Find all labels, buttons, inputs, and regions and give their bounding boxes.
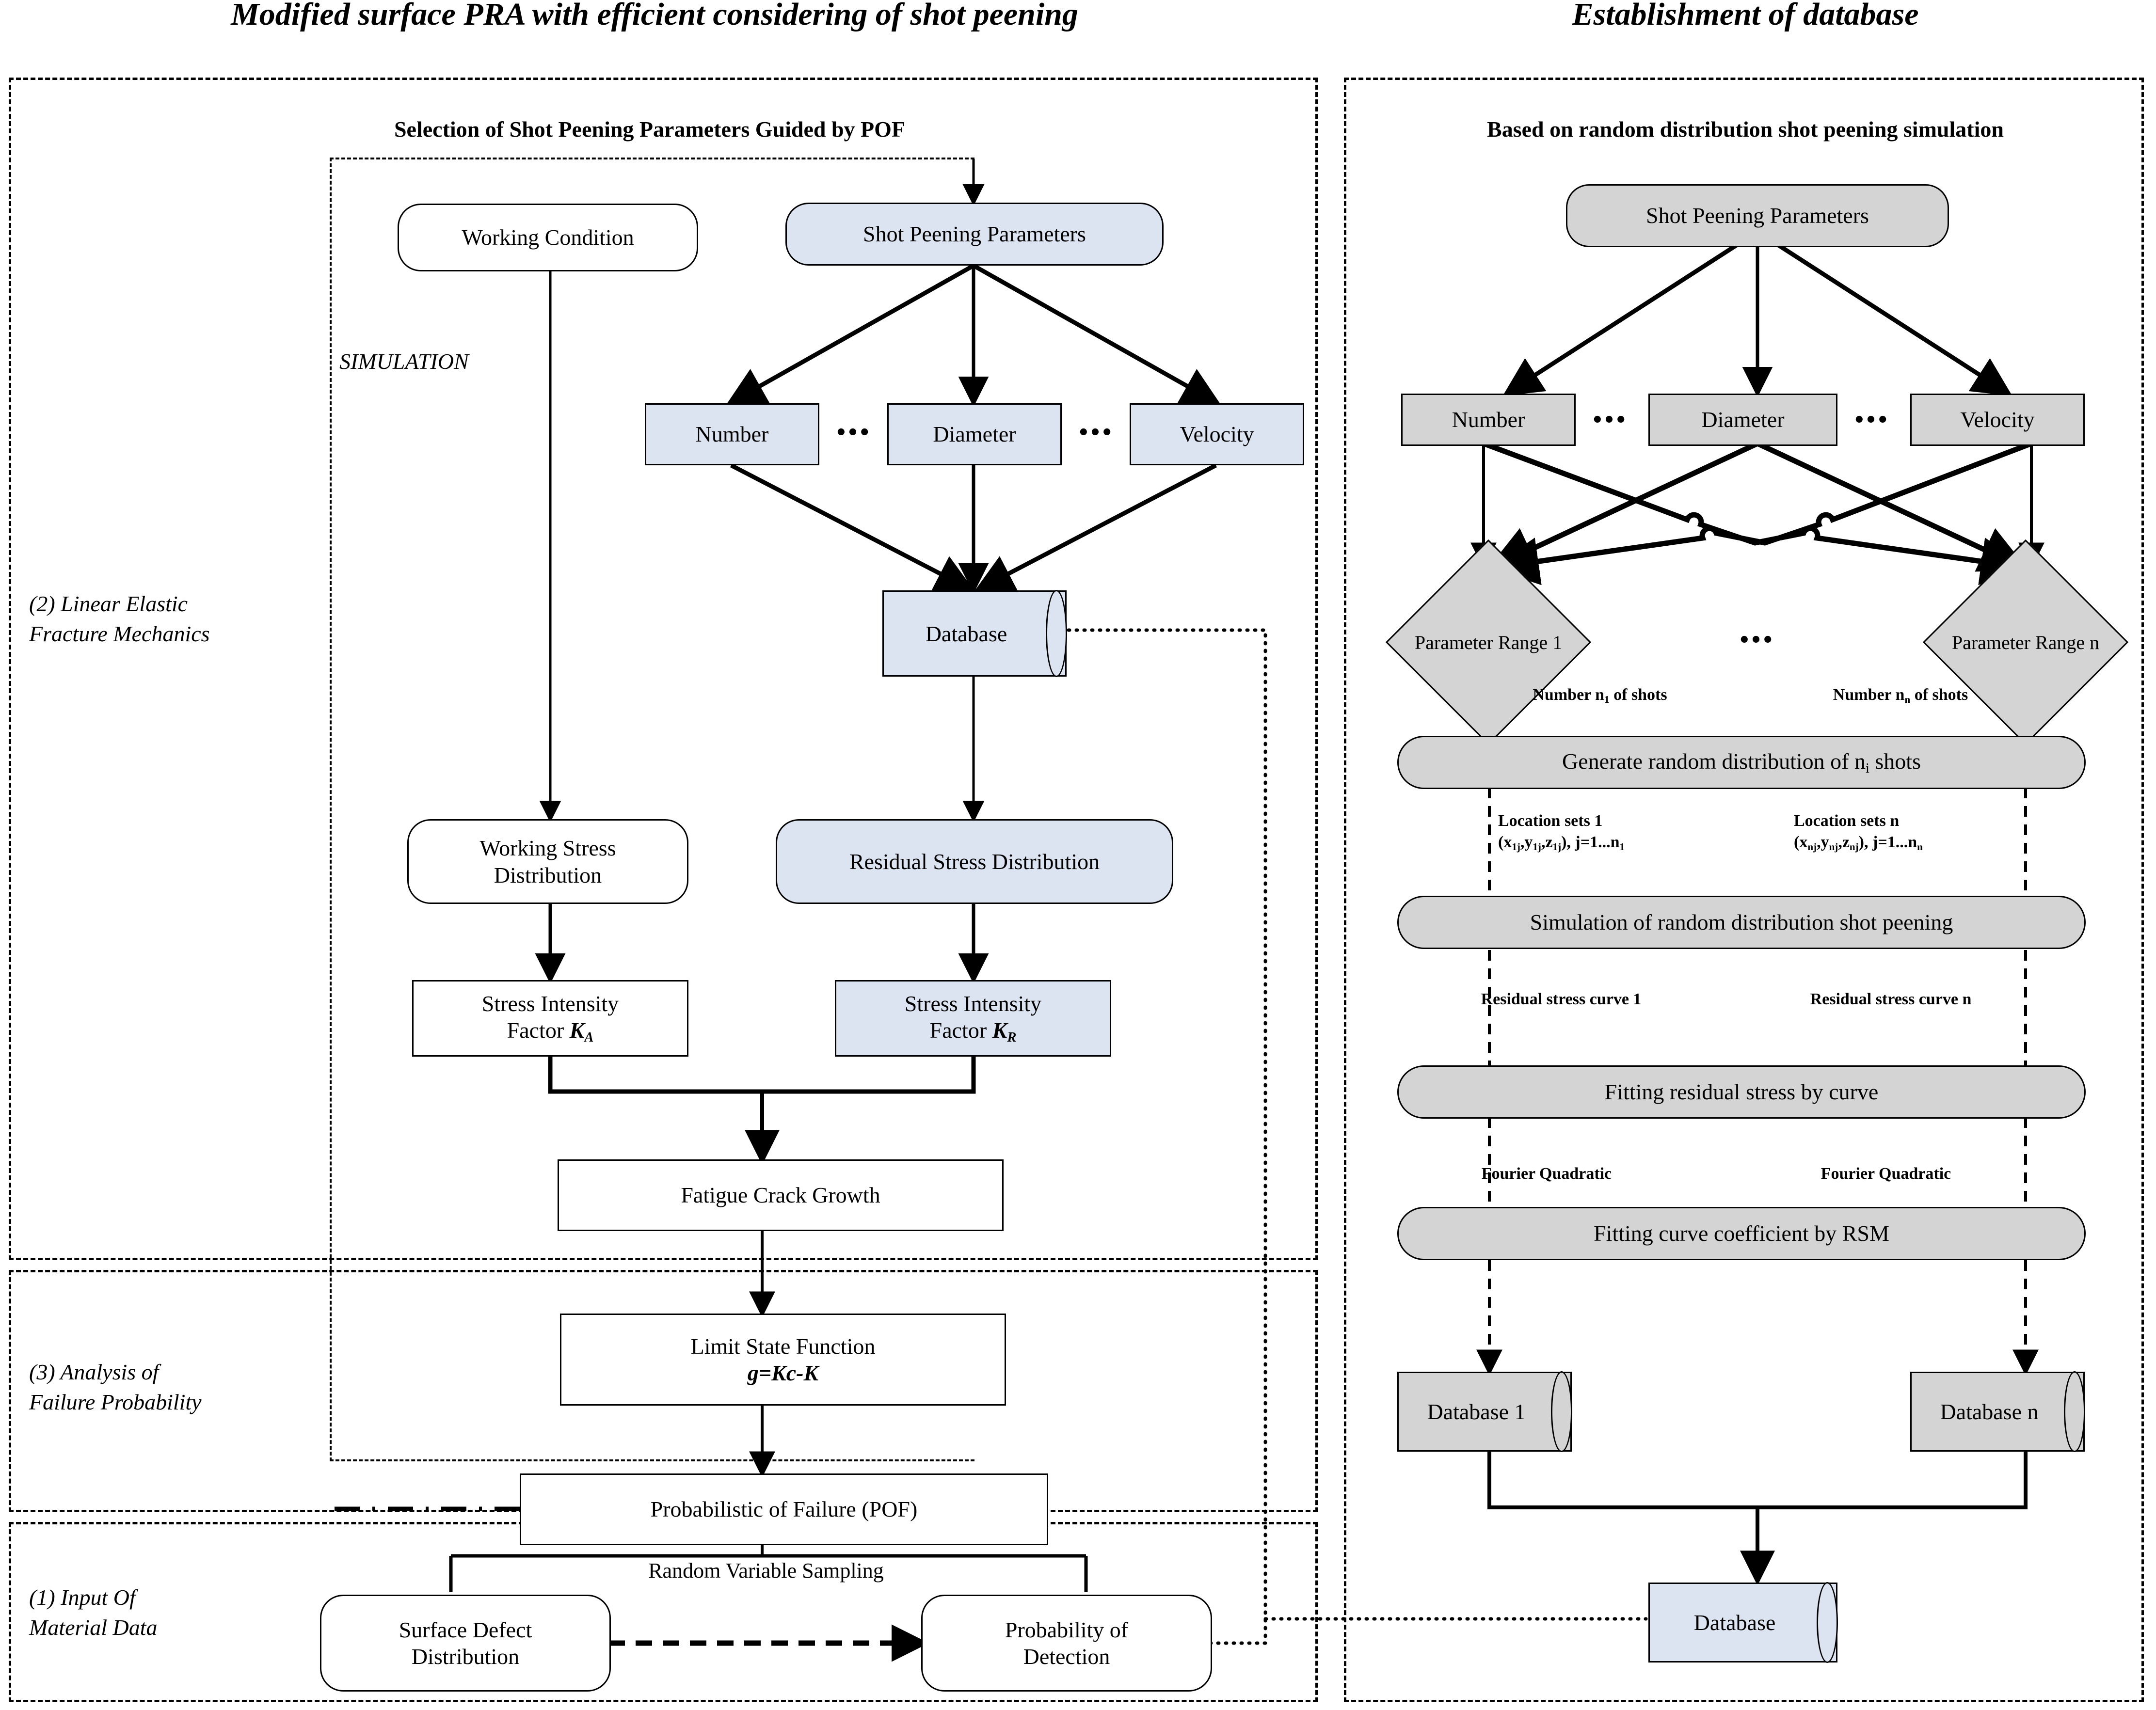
left-panel-lef-container (9, 78, 1318, 1260)
node-generate-random-distribution[interactable]: Generate random distribution of ni shots (1397, 736, 2086, 789)
database-cylinder-cap (1046, 590, 1067, 677)
working-stress-line1: Working Stress (479, 836, 616, 861)
database-cylinder-body (882, 590, 1067, 677)
node-working-condition[interactable]: Working Condition (398, 204, 698, 271)
edge-label-residual-curve-n: Residual stress curve n (1810, 990, 1972, 1008)
sif-ka-line1: Stress Intensity (481, 991, 619, 1016)
edge-label-fourier-quadratic-2: Fourier Quadratic (1821, 1165, 1951, 1183)
label-random-variable-sampling: Random Variable Sampling (648, 1559, 884, 1583)
stage-label-input-line1: (1) Input Of (29, 1585, 136, 1610)
ellipsis-left-1: ••• (836, 418, 872, 446)
node-limit-state-function[interactable]: Limit State Function g=Kc-K (560, 1314, 1006, 1406)
database-right-label: Database (1693, 1610, 1776, 1635)
node-database-n[interactable]: Database n (1910, 1371, 2085, 1452)
database-1-label: Database 1 (1427, 1399, 1526, 1424)
edge-label-location-sets-n: Location sets n (xnj,ynj,znj), j=1...nn (1794, 812, 1923, 853)
database-n-cap (2064, 1371, 2085, 1452)
edge-label-location-sets-1: Location sets 1 (x1j,y1j,z1j), j=1...n1 (1498, 812, 1625, 853)
ellipsis-right-1: ••• (1593, 406, 1629, 433)
node-surface-defect-distribution[interactable]: Surface Defect Distribution (320, 1595, 611, 1692)
ellipsis-right-2: ••• (1854, 406, 1890, 433)
database-label: Database (925, 621, 1007, 646)
node-velocity-right[interactable]: Velocity (1910, 394, 2085, 446)
pod-line2: Detection (1023, 1644, 1110, 1669)
left-panel-title: Modified surface PRA with efficient cons… (231, 0, 1078, 32)
edge-label-fourier-quadratic-1: Fourier Quadratic (1481, 1165, 1612, 1183)
edge-label-number-shots-1: Number n1 of shots (1533, 686, 1667, 705)
node-parameter-range-n[interactable]: Parameter Range n (1922, 539, 2129, 745)
database-right-body (1648, 1583, 1837, 1662)
node-simulation-shot-peening[interactable]: Simulation of random distribution shot p… (1397, 896, 2086, 949)
node-diameter-right[interactable]: Diameter (1648, 394, 1837, 446)
edge-label-number-shots-n: Number nn of shots (1833, 686, 1968, 705)
node-residual-stress-distribution[interactable]: Residual Stress Distribution (776, 819, 1173, 904)
node-fatigue-crack-growth[interactable]: Fatigue Crack Growth (558, 1159, 1004, 1231)
node-working-stress-distribution[interactable]: Working Stress Distribution (407, 819, 688, 904)
coords-n: (xnj,ynj,znj), j=1...nn (1794, 833, 1923, 853)
node-number-right[interactable]: Number (1401, 394, 1576, 446)
right-panel-title: Establishment of database (1572, 0, 1919, 32)
stage-label-input: (1) Input Of Material Data (29, 1583, 320, 1643)
database-1-body (1397, 1372, 1572, 1452)
stage-label-simulation: SIMULATION (339, 349, 469, 374)
stage-label-lef-line2: Fracture Mechanics (29, 621, 210, 647)
ellipsis-right-diamonds: ••• (1740, 626, 1775, 653)
node-shot-peening-parameters-right[interactable]: Shot Peening Parameters (1566, 184, 1949, 247)
right-panel-subtitle: Based on random distribution shot peenin… (1487, 117, 2004, 142)
node-fitting-residual-stress[interactable]: Fitting residual stress by curve (1397, 1065, 2086, 1119)
node-database-1[interactable]: Database 1 (1397, 1371, 1572, 1452)
right-panel-container (1344, 78, 2144, 1702)
node-parameter-range-1[interactable]: Parameter Range 1 (1385, 539, 1592, 745)
stage-label-pof-line2: Failure Probability (29, 1390, 202, 1415)
parameter-range-n-label: Parameter Range n (1951, 631, 2100, 653)
pod-line1: Probability of (1005, 1617, 1129, 1642)
database-1-cap (1551, 1371, 1572, 1452)
sif-ka-line2: Factor KA (507, 1018, 594, 1045)
node-database-left[interactable]: Database (882, 590, 1067, 677)
working-stress-line2: Distribution (494, 862, 602, 887)
ellipsis-left-2: ••• (1079, 418, 1115, 446)
sif-kr-line1: Stress Intensity (904, 991, 1042, 1016)
stage-label-pof: (3) Analysis of Failure Probability (29, 1357, 320, 1417)
edge-label-residual-curve-1: Residual stress curve 1 (1481, 990, 1642, 1008)
stage-label-lef-line1: (2) Linear Elastic (29, 591, 188, 616)
database-n-body (1910, 1372, 2085, 1452)
parameter-range-1-label: Parameter Range 1 (1414, 631, 1563, 653)
generate-random-label: Generate random distribution of ni shots (1562, 748, 1921, 776)
limit-state-line1: Limit State Function (690, 1333, 876, 1359)
coords-1: (x1j,y1j,z1j), j=1...n1 (1498, 833, 1625, 853)
node-fitting-curve-coefficient[interactable]: Fitting curve coefficient by RSM (1397, 1207, 2086, 1260)
stage-label-pof-line1: (3) Analysis of (29, 1360, 159, 1384)
sif-kr-line2: Factor KR (929, 1018, 1017, 1045)
stage-label-lef: (2) Linear Elastic Fracture Mechanics (29, 589, 320, 649)
node-probability-of-detection[interactable]: Probability of Detection (921, 1595, 1212, 1692)
node-sif-kr[interactable]: Stress Intensity Factor KR (835, 980, 1111, 1057)
node-velocity-left[interactable]: Velocity (1130, 403, 1304, 465)
node-database-right[interactable]: Database (1648, 1582, 1838, 1663)
surface-defect-line1: Surface Defect (399, 1617, 532, 1642)
node-shot-peening-parameters-left[interactable]: Shot Peening Parameters (785, 203, 1164, 266)
node-probabilistic-of-failure[interactable]: Probabilistic of Failure (POF) (520, 1473, 1048, 1545)
database-n-label: Database n (1940, 1399, 2039, 1424)
limit-state-formula: g=Kc-K (747, 1361, 819, 1385)
node-number-left[interactable]: Number (645, 403, 819, 465)
node-sif-ka[interactable]: Stress Intensity Factor KA (412, 980, 688, 1057)
shot-peening-selection-bracket (330, 158, 974, 1461)
node-diameter-left[interactable]: Diameter (887, 403, 1062, 465)
left-panel-subtitle: Selection of Shot Peening Parameters Gui… (394, 117, 906, 142)
stage-label-input-line2: Material Data (29, 1615, 158, 1640)
surface-defect-line2: Distribution (411, 1644, 520, 1669)
database-right-cap (1817, 1582, 1838, 1663)
